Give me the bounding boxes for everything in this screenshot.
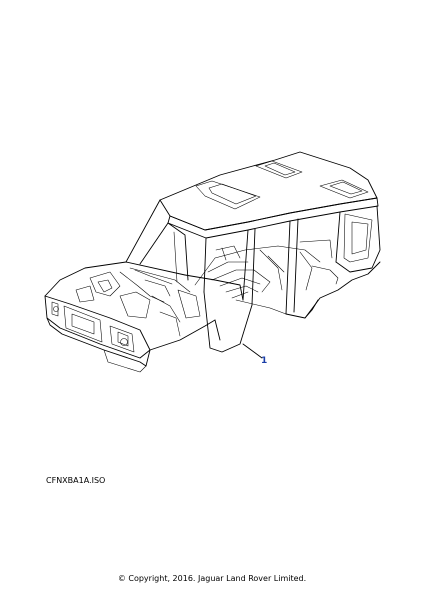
front-structure [44, 261, 253, 359]
front-panel [46, 301, 151, 373]
roof-panel [159, 151, 379, 239]
floor-pan [194, 245, 321, 315]
body-side-frame [242, 205, 381, 319]
part-callout-1[interactable]: 1 [261, 356, 268, 366]
copyright-notice: © Copyright, 2016. Jaguar Land Rover Lim… [117, 574, 307, 583]
callout-leader-line [242, 343, 263, 359]
illustration-code: CFNXBA1A.ISO [46, 476, 106, 485]
